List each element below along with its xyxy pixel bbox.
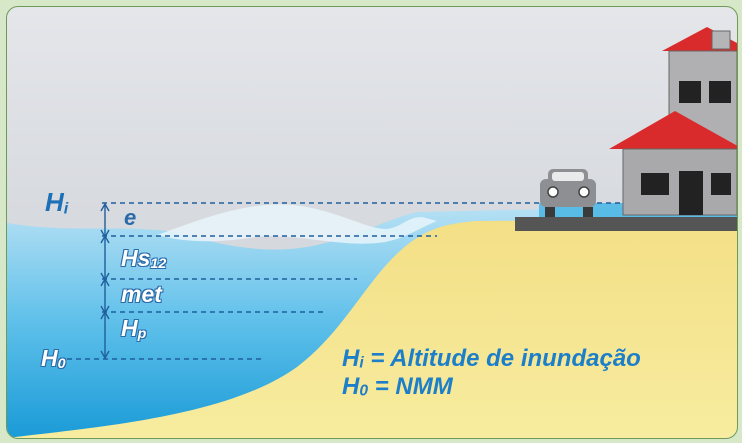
legend-line-h0: H0 = NMM xyxy=(342,372,453,400)
label-hi: Hi xyxy=(45,187,69,218)
label-hs12: Hs12 xyxy=(121,245,167,273)
car xyxy=(540,169,596,217)
label-h0: H0 xyxy=(41,345,66,373)
legend-line-hi: Hi = Altitude de inundação xyxy=(342,345,641,372)
dimension-arrows xyxy=(100,202,110,360)
house-platform xyxy=(515,217,737,231)
wave-crest xyxy=(157,204,437,244)
label-met: met xyxy=(121,281,162,307)
label-hp: Hp xyxy=(121,315,147,343)
legend: Hi = Altitude de inundação H0 = NMM xyxy=(342,345,641,400)
label-e: e xyxy=(124,205,137,230)
flood-diagram xyxy=(7,27,737,438)
beach-land xyxy=(7,219,737,438)
diagram-frame: Hi e Hs12 met Hp H0 Hi = Altitude de inu… xyxy=(6,6,738,439)
reference-lines xyxy=(67,202,722,360)
house-front xyxy=(609,111,737,216)
